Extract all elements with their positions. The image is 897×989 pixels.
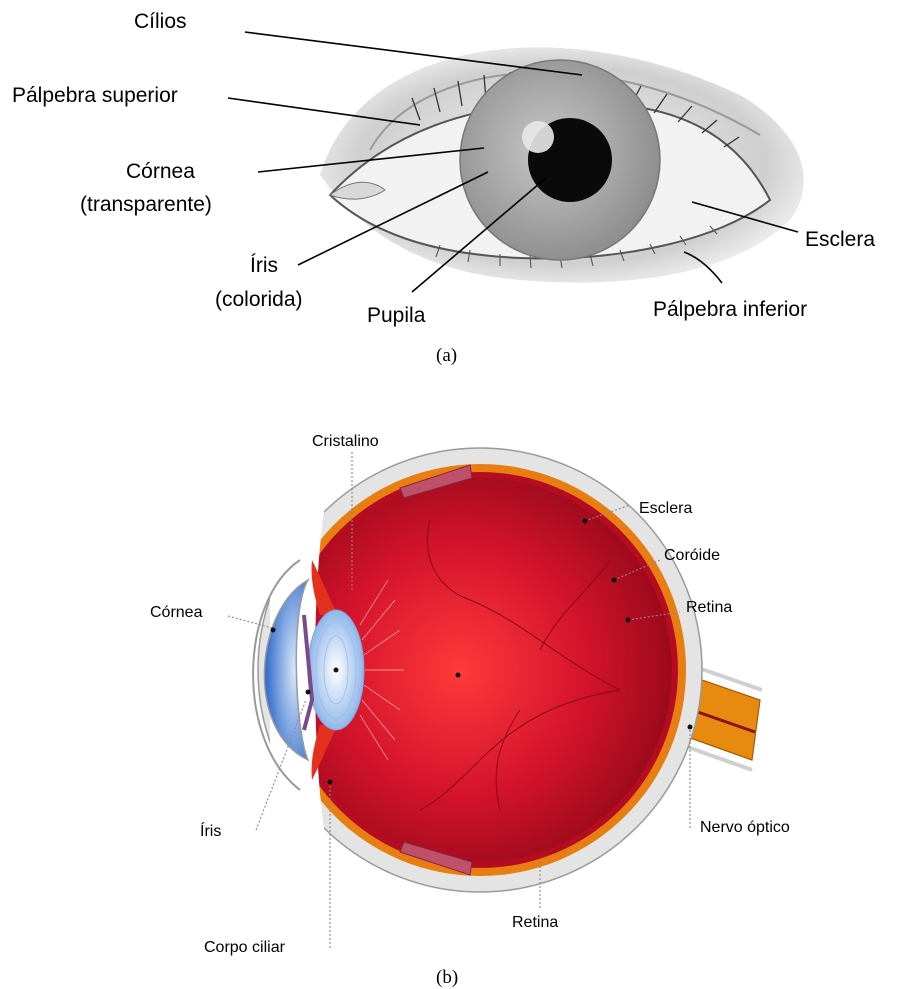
- label-esclera: Esclera: [805, 228, 875, 251]
- label-cilios: Cílios: [134, 10, 187, 33]
- dot-retina: [626, 618, 631, 623]
- caption-b: (b): [436, 967, 458, 988]
- dot-optic-nerve: [688, 725, 693, 730]
- label-cristalino: Cristalino: [312, 433, 379, 450]
- label-cornea: Córnea: [126, 160, 195, 183]
- label-retina-bottom: Retina: [512, 914, 558, 931]
- dot-coroide: [612, 578, 617, 583]
- label-nervo-optico: Nervo óptico: [700, 819, 790, 836]
- dot-iris: [306, 690, 311, 695]
- label-iris-sub: (colorida): [215, 288, 303, 311]
- label-b-cornea: Córnea: [150, 604, 203, 621]
- eye-cross-section: Cristalino Esclera Coróide Retina Córnea…: [150, 433, 790, 988]
- label-corpo-ciliar: Corpo ciliar: [204, 939, 286, 956]
- label-pupila: Pupila: [367, 304, 426, 327]
- label-palpebra-inferior: Pálpebra inferior: [653, 298, 807, 321]
- label-b-esclera: Esclera: [639, 500, 692, 517]
- label-cornea-sub: (transparente): [80, 193, 212, 216]
- label-b-iris: Íris: [200, 821, 221, 840]
- label-coroide: Coróide: [664, 547, 720, 564]
- label-retina-top: Retina: [686, 599, 732, 616]
- dot-cornea: [271, 628, 276, 633]
- dot-lens: [334, 668, 339, 673]
- eye-highlight: [522, 121, 554, 153]
- external-eye-illustration: Cílios Pálpebra superior Córnea (transpa…: [12, 10, 875, 366]
- label-palpebra-superior: Pálpebra superior: [12, 84, 178, 107]
- dot-ciliar: [328, 780, 333, 785]
- dot-esclera: [583, 519, 588, 524]
- dot-vitreous: [456, 673, 461, 678]
- caption-a: (a): [436, 345, 457, 366]
- label-iris: Íris: [250, 254, 278, 277]
